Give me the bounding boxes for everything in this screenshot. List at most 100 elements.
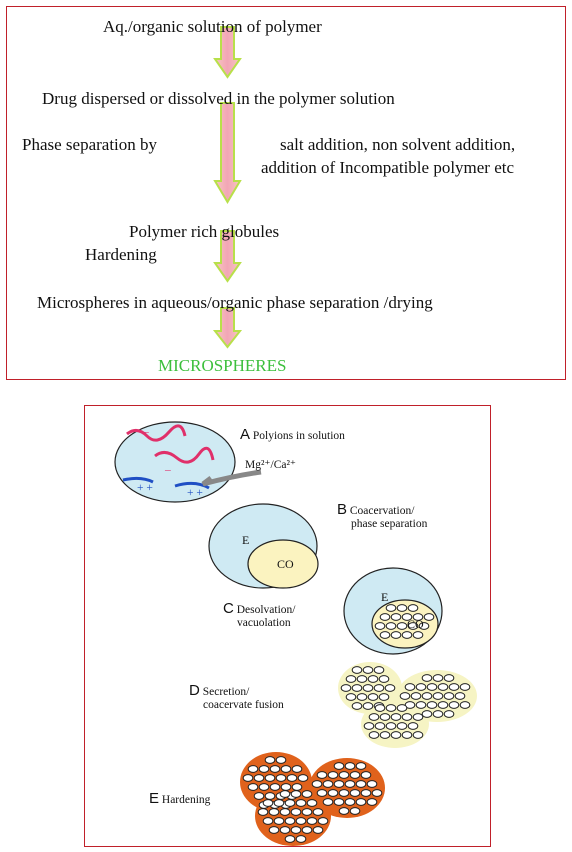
vacuole: [378, 675, 390, 683]
vacuole: [448, 701, 460, 709]
positive-charge-1: + +: [137, 482, 153, 494]
polyion-positive-2: [174, 481, 210, 490]
vacuole: [373, 684, 385, 692]
pore: [269, 765, 281, 773]
stage-b-core: [247, 539, 319, 589]
pore: [301, 808, 313, 816]
vacuole: [356, 693, 368, 701]
polyion-positive-1: [122, 476, 154, 484]
vacuole: [385, 622, 397, 630]
pore: [306, 799, 318, 807]
pore: [333, 798, 345, 806]
pore: [264, 774, 276, 782]
pore: [327, 771, 339, 779]
stage-c-e-label: E: [381, 590, 389, 604]
pore: [349, 771, 361, 779]
pore: [344, 780, 356, 788]
pore: [322, 798, 334, 806]
stage-a-solution: [114, 421, 236, 503]
vacuole: [412, 631, 424, 639]
vacuole: [368, 731, 380, 739]
result-microspheres: MICROSPHERES: [158, 356, 287, 375]
stage-c-letter: C: [223, 600, 234, 617]
pore: [355, 798, 367, 806]
pore: [253, 792, 265, 800]
vacuole: [362, 666, 374, 674]
vacuole: [374, 704, 386, 712]
pore: [253, 774, 265, 782]
pore: [258, 783, 270, 791]
pore: [280, 765, 292, 773]
vacuole: [396, 704, 408, 712]
down-arrow-2: [213, 102, 242, 204]
flowchart-arrows: [212, 26, 243, 349]
pore: [327, 789, 339, 797]
vacuole: [407, 722, 419, 730]
pore: [360, 771, 372, 779]
stage-d-caption: D Secretion/ coacervate fusion: [189, 682, 284, 712]
vacuole: [385, 704, 397, 712]
pore: [312, 826, 324, 834]
vacuole: [363, 722, 375, 730]
vacuole: [390, 631, 402, 639]
pore: [284, 799, 296, 807]
down-arrow-4: [212, 307, 243, 349]
pore: [322, 780, 334, 788]
pore: [316, 789, 328, 797]
stage-c-label-1: Desolvation/: [236, 604, 296, 616]
pore: [290, 808, 302, 816]
pore: [262, 817, 274, 825]
pore: [366, 780, 378, 788]
stage-d-label-1: Secretion/: [202, 686, 250, 698]
vacuole: [351, 666, 363, 674]
stage-b-e-label: E: [242, 533, 250, 547]
pore: [295, 799, 307, 807]
stage-e-letter: E: [149, 790, 160, 807]
vacuole: [421, 674, 433, 682]
vacuole: [421, 710, 433, 718]
vacuole: [384, 684, 396, 692]
pore: [290, 826, 302, 834]
pore: [349, 807, 361, 815]
pore: [286, 774, 298, 782]
pore: [333, 762, 345, 770]
vacuole: [415, 683, 427, 691]
vacuole: [418, 622, 430, 630]
vacuole: [385, 604, 397, 612]
pore: [312, 808, 324, 816]
pore: [279, 826, 291, 834]
pore: [247, 765, 259, 773]
step-phase-separation: Phase separation by: [22, 135, 158, 154]
stage-d-letter: D: [189, 682, 200, 699]
vacuole: [373, 666, 385, 674]
step-methods-line1: salt addition, non solvent addition,: [280, 135, 516, 154]
pore: [257, 808, 269, 816]
stage-c-caption: C Desolvation/ vacuolation: [223, 600, 296, 630]
vacuole: [351, 684, 363, 692]
vacuole: [374, 622, 386, 630]
vacuole: [390, 613, 402, 621]
coacervation-drawing: [114, 421, 477, 846]
vacuole: [378, 693, 390, 701]
pore: [280, 783, 292, 791]
coacervation-panel: A Polyions in solution Mg²⁺/Ca²⁺ – – + +…: [84, 405, 491, 847]
vacuole: [412, 731, 424, 739]
flowchart-panel: Aq./organic solution of polymer Drug dis…: [6, 6, 566, 380]
pore: [301, 790, 313, 798]
step-polymer-globules: Polymer rich globules: [129, 222, 280, 241]
vacuole: [390, 713, 402, 721]
pore: [275, 774, 287, 782]
polyion-negative-1: [126, 424, 187, 442]
vacuole: [399, 692, 411, 700]
vacuole: [443, 692, 455, 700]
stage-b-caption: B Coacervation/ phase separation: [337, 502, 427, 531]
step-hardening: Hardening: [85, 245, 157, 264]
stage-d-label-2: coacervate fusion: [203, 699, 284, 711]
vacuole: [437, 683, 449, 691]
pore: [355, 762, 367, 770]
vacuole: [367, 675, 379, 683]
step-drug-dispersed: Drug dispersed or dissolved in the polym…: [42, 89, 395, 108]
pore: [258, 765, 270, 773]
vacuole: [459, 683, 471, 691]
pore: [344, 762, 356, 770]
